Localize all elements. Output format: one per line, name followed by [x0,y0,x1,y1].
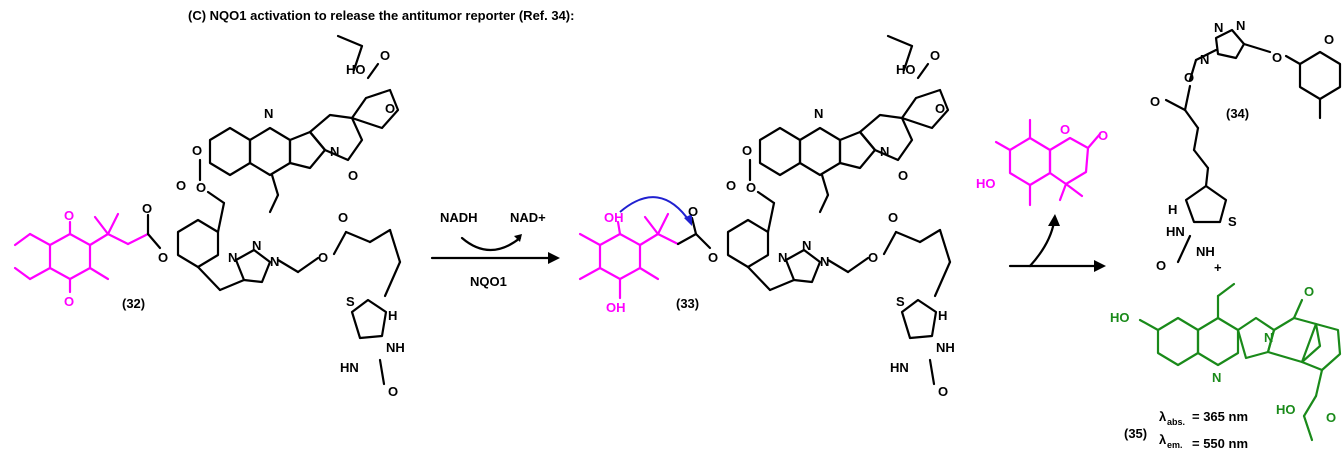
reporter-lactam-oxygen: O [1304,284,1314,299]
label-compound-32: (32) [122,296,145,311]
compound-34 [1164,28,1342,264]
label-compound-35: (35) [1124,426,1147,441]
abs-symbol: λ [1159,409,1167,424]
biotin-h-top: H [388,308,397,323]
cpt-lactam-oxygen: O [348,168,358,183]
enzyme-nqo1: NQO1 [470,274,507,289]
released-lactone [994,118,1102,207]
c33-ester-link: O [708,250,718,265]
biotin-hn: HN [340,360,359,375]
cpt-quinoline-n: N [264,106,273,121]
c34-linker-oxygen: O [1184,70,1194,85]
carbonate-oxygen: O [196,180,206,195]
c33-carbonate-oxygen: O [746,180,756,195]
biotin-nh: NH [386,340,405,355]
triazole-n1: N [228,250,237,265]
lactone-ring-oxygen: O [1060,122,1070,137]
lactone-carbonyl-oxygen: O [1098,128,1108,143]
abs-subscript: abs. [1167,417,1185,427]
c33-biotin-sulfur: S [896,294,905,309]
biotin-oxygen: O [388,384,398,399]
c34-biotin-hn: HN [1166,224,1185,239]
hydroquinone-oh-bottom: OH [606,300,626,315]
c33-cpt-lactone-carbonyl: O [930,48,940,63]
c34-triazole-n3: N [1200,52,1209,67]
reporter-quinoline-n: N [1212,370,1221,385]
em-symbol: λ [1159,432,1167,447]
cpt-hydroxyl: HO [346,62,366,77]
c33-cpt-lactam-oxygen: O [898,168,908,183]
c33-cpt-quinoline-n: N [814,106,823,121]
c33-linker-oxygen: O [868,250,878,265]
c33-carbonate-o-aryl: O [742,143,752,158]
c33-triazole-n1: N [778,250,787,265]
reporter-pyrrolidine-n: N [1264,330,1273,345]
label-compound-33: (33) [676,296,699,311]
carbonate-o-aryl: O [192,143,202,158]
reporter-lactone-oxygen: O [1326,410,1336,425]
c33-triazole-n3: N [820,254,829,269]
lactone-hydroxyl: HO [976,176,996,191]
reporter-c20-hydroxyl: HO [1276,402,1296,417]
c34-biotin-nh: NH [1196,244,1215,259]
reporter-hydroxyl: HO [1110,310,1130,325]
c33-triazole-n2: N [802,238,811,253]
c33-carbonate-o-ext: O [726,178,736,193]
c34-biotin-h: H [1168,202,1177,217]
em-value: = 550 nm [1192,436,1248,451]
c34-biotin-sulfur: S [1228,214,1237,229]
c34-ether-oxygen: O [1272,50,1282,65]
triazole-n3: N [270,254,279,269]
hydroquinone-oh-top: OH [604,210,624,225]
plus-sign: + [1214,260,1222,275]
triazole-n2: N [252,238,261,253]
cpt-pyrrolidine-n: N [330,144,339,159]
label-compound-34: (34) [1226,106,1249,121]
scheme-title: (C) NQO1 activation to release the antit… [188,8,574,23]
c33-ester-oxygen: O [688,204,698,219]
ester-oxygen: O [142,201,152,216]
linker-oxygen: O [318,250,328,265]
ester-oxygen-link: O [158,250,168,265]
reaction-arrow-1 [430,234,560,264]
reaction-arrow-2 [1008,214,1106,272]
quinone-trigger-group [13,212,150,294]
reagent-nad-plus: NAD+ [510,210,546,225]
quinone-oxygen-bottom: O [64,294,74,309]
c33-biotin-hn: HN [890,360,909,375]
biotin-ester-oxygen: O [338,210,348,225]
compound-33 [578,34,952,386]
carbonate-o-ext: O [176,178,186,193]
compound-32: O O O O O O O N N N O O S H NH HN O [13,34,405,399]
c33-biotin-h: H [938,308,947,323]
cpt-lactone-oxygen: O [385,101,395,116]
c33-cpt-pyrrolidine-n: N [880,144,889,159]
c33-cpt-hydroxyl: HO [896,62,916,77]
biotin-sulfur: S [346,294,355,309]
c33-biotin-nh: NH [936,340,955,355]
c34-triazole-n1: N [1214,20,1223,35]
c34-quinone-methide-oxygen: O [1324,32,1334,47]
em-subscript: em. [1167,440,1183,450]
cpt-lactone-carbonyl: O [380,48,390,63]
compound-35 [1138,282,1342,442]
c34-ester-oxygen: O [1150,94,1160,109]
c34-triazole-n2: N [1236,18,1245,33]
abs-value: = 365 nm [1192,409,1248,424]
c33-biotin-ester-oxygen: O [888,210,898,225]
quinone-oxygen-top: O [64,208,74,223]
reagent-nadh: NADH [440,210,478,225]
c34-biotin-oxygen: O [1156,258,1166,273]
c33-biotin-oxygen: O [938,384,948,399]
c33-cpt-lactone-oxygen: O [935,101,945,116]
